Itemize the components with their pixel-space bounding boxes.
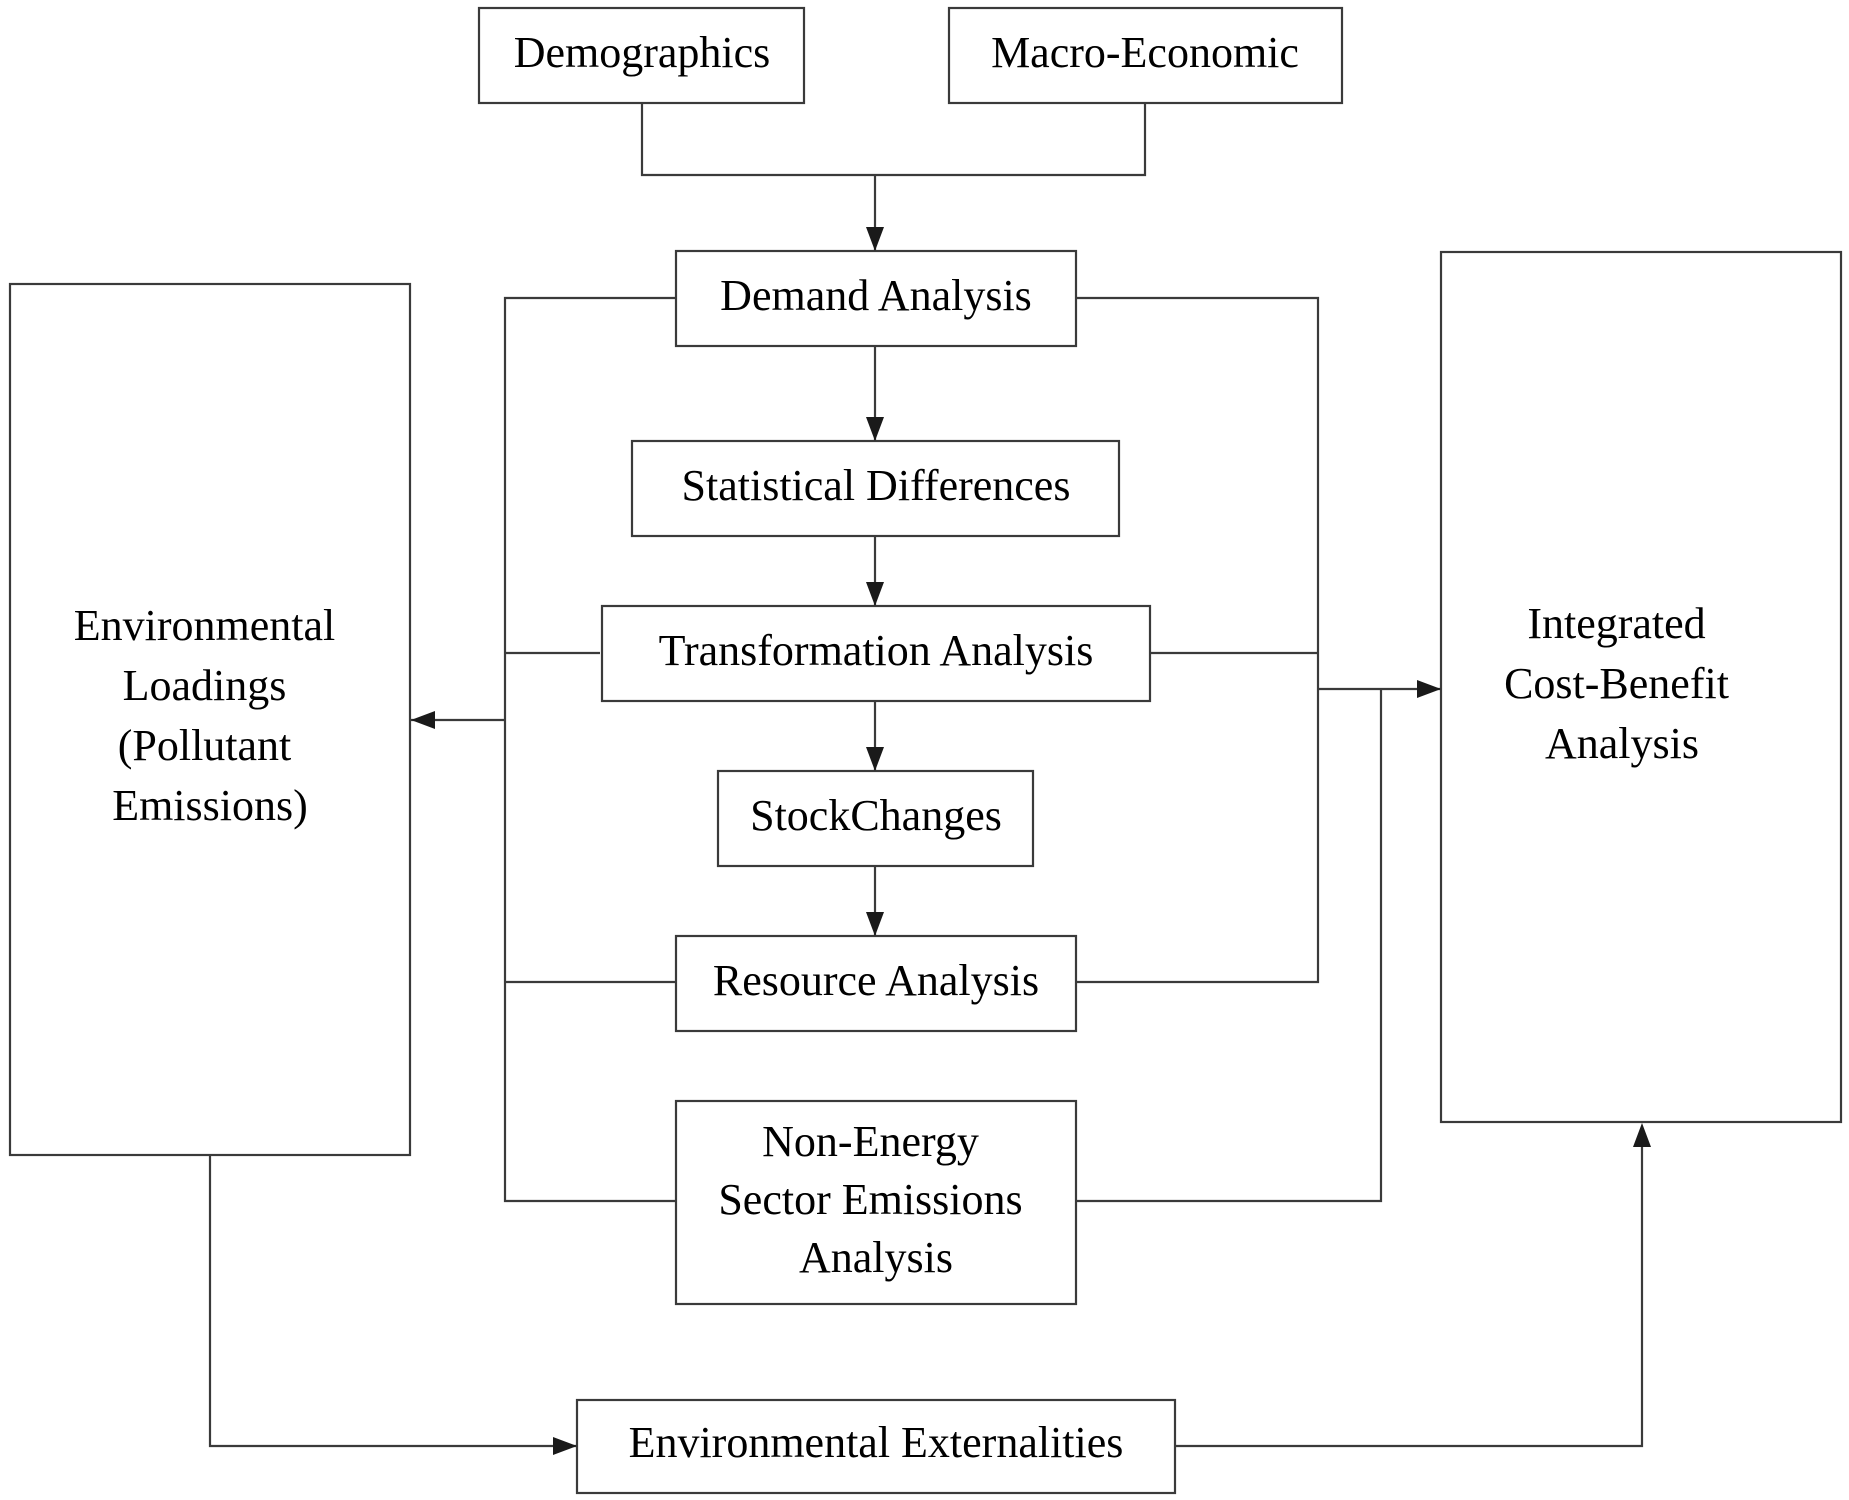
environmental-loadings-box [8, 282, 412, 1157]
demographics-label: Demographics [514, 28, 771, 77]
arrowhead-to-demand [866, 227, 884, 251]
arrowhead-to-externalities [553, 1437, 577, 1455]
demand-analysis-box [674, 249, 1078, 348]
arrowhead-to-environmental-loadings [411, 711, 435, 729]
connector-loadings-to-externalities [208, 1156, 576, 1448]
arrowhead-to-statistical [866, 417, 884, 441]
connector-inputs-to-demand [640, 103, 1147, 250]
arrowhead-to-resource [866, 912, 884, 936]
arrowheads [411, 227, 1651, 1455]
macro-economic-label: Macro-Economic [991, 28, 1299, 77]
non-energy-box [674, 1099, 1078, 1306]
stock-changes-label: StockChanges [750, 791, 1002, 840]
resource-analysis-box [674, 934, 1078, 1033]
transformation-analysis-label: Transformation Analysis [659, 626, 1094, 675]
demographics-box [477, 6, 806, 105]
arrowhead-to-integrated-cba [1417, 680, 1441, 698]
integrated-cba-box [1439, 250, 1843, 1124]
node-boxes [8, 6, 1843, 1495]
environmental-loadings-label: Environmental Loadings (Pollutant Emissi… [74, 601, 347, 830]
arrowhead-externalities-to-cba [1633, 1123, 1651, 1147]
node-labels: Demographics Macro-Economic Demand Analy… [74, 28, 1740, 1467]
statistical-differences-box [630, 439, 1121, 538]
connector-externalities-to-cba [1175, 1128, 1644, 1448]
statistical-differences-label: Statistical Differences [682, 461, 1071, 510]
resource-analysis-label: Resource Analysis [713, 956, 1039, 1005]
connector-left-bus [503, 296, 676, 1203]
environmental-externalities-label: Environmental Externalities [629, 1418, 1124, 1467]
demand-analysis-label: Demand Analysis [720, 271, 1032, 320]
non-energy-label: Non-Energy Sector Emissions Analysis [718, 1117, 1033, 1282]
environmental-externalities-box [575, 1398, 1177, 1495]
arrowhead-to-stockchanges [866, 747, 884, 771]
connector-non-energy-to-cba [1076, 689, 1383, 1203]
arrowhead-to-transformation [866, 582, 884, 606]
transformation-analysis-box [600, 604, 1152, 703]
stock-changes-box [716, 769, 1035, 868]
macro-economic-box [947, 6, 1344, 105]
integrated-cba-label: Integrated Cost-Benefit Analysis [1504, 599, 1740, 768]
connector-right-bus [1076, 296, 1320, 984]
